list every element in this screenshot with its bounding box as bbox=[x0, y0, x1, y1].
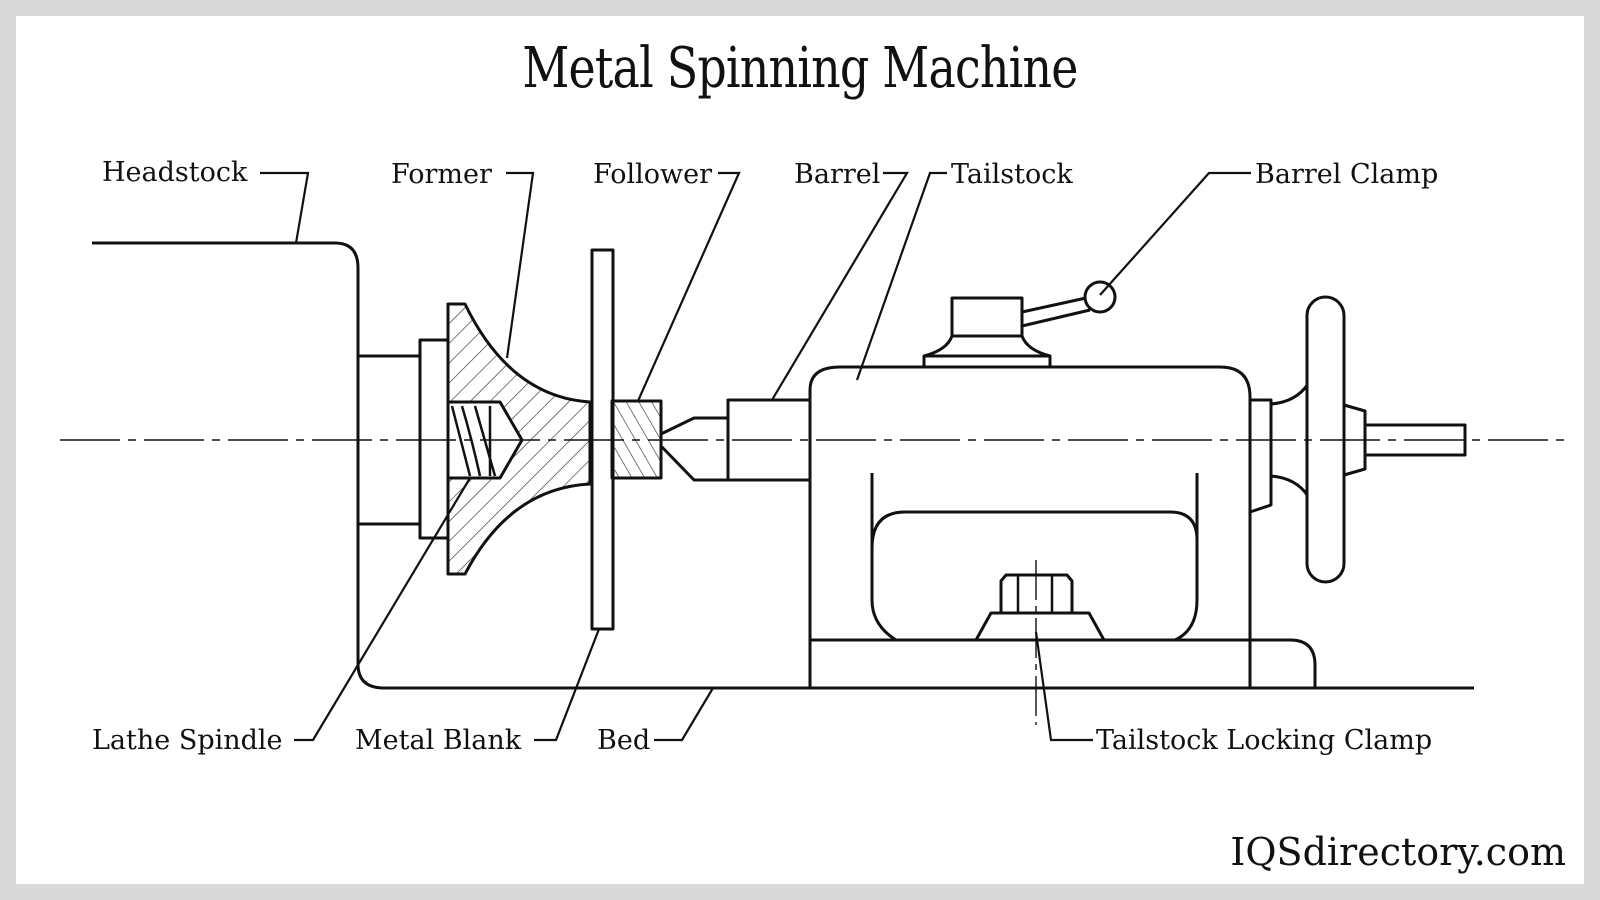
barrel-clamp-base bbox=[922, 354, 1052, 367]
tailstock-center bbox=[659, 416, 730, 482]
diagram-title: Metal Spinning Machine bbox=[522, 36, 1078, 101]
leader-metal-blank bbox=[534, 628, 601, 742]
label-headstock: Headstock bbox=[102, 157, 248, 188]
label-metal-blank: Metal Blank bbox=[355, 725, 522, 756]
tailstock-base bbox=[810, 638, 1317, 688]
label-follower: Follower bbox=[593, 159, 712, 190]
leader-barrel bbox=[771, 171, 909, 401]
headstock-body bbox=[92, 241, 1474, 690]
leader-locking-clamp bbox=[1034, 631, 1093, 742]
barrel-clamp-knob bbox=[1083, 280, 1117, 314]
handwheel-hub bbox=[1249, 398, 1273, 514]
leader-headstock bbox=[260, 171, 310, 244]
barrel-clamp-handle bbox=[1021, 296, 1091, 328]
locking-clamp-nut bbox=[974, 611, 1106, 641]
label-barrel: Barrel bbox=[794, 159, 880, 190]
label-bed: Bed bbox=[597, 725, 650, 756]
label-barrel-clamp: Barrel Clamp bbox=[1255, 159, 1438, 190]
leader-bed bbox=[654, 687, 714, 742]
leader-barrel-clamp bbox=[1099, 171, 1251, 296]
leader-tailstock bbox=[855, 171, 947, 381]
leader-follower bbox=[636, 171, 741, 402]
label-tailstock-locking-clamp: Tailstock Locking Clamp bbox=[1096, 725, 1432, 756]
label-tailstock: Tailstock bbox=[951, 159, 1073, 190]
tailstock-body bbox=[808, 365, 1252, 688]
barrel-clamp-block bbox=[950, 296, 1024, 338]
leader-lathe-spindle bbox=[294, 477, 471, 742]
leader-former bbox=[505, 171, 535, 359]
label-lathe-spindle: Lathe Spindle bbox=[92, 725, 283, 756]
label-former: Former bbox=[391, 159, 492, 190]
spindle-flange bbox=[418, 338, 450, 540]
watermark: IQSdirectory.com bbox=[1230, 830, 1566, 874]
